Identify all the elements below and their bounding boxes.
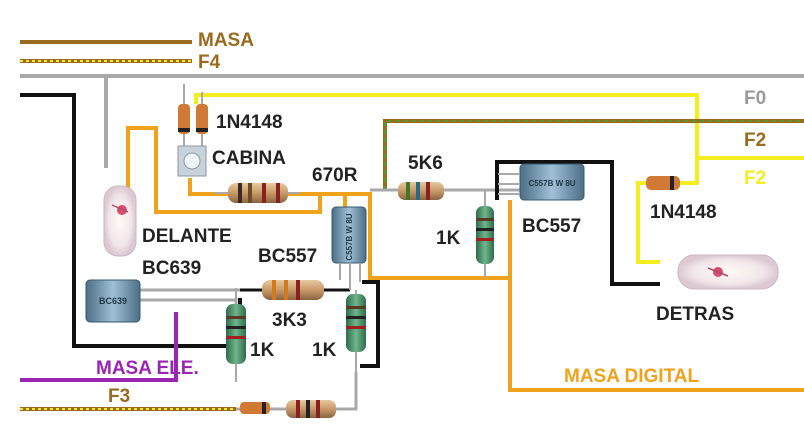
label-1k-left: 1K — [250, 340, 275, 361]
diode-f3 — [240, 402, 270, 414]
diode-1n4148-right — [646, 176, 680, 190]
resistor-670r — [214, 183, 300, 203]
label-f2-yellow: F2 — [744, 168, 766, 189]
resistor-3k3 — [262, 280, 324, 300]
yellow-wire-f2 — [194, 93, 804, 160]
chip-text-bc557-right: C557B W 8U — [528, 179, 575, 188]
f2-brown-wire — [383, 119, 804, 190]
label-1n4148-right: 1N4148 — [650, 202, 717, 223]
transistor-bc639: BC639 — [85, 279, 141, 323]
label-detras: DETRAS — [656, 304, 734, 325]
label-1k-right: 1K — [312, 340, 337, 361]
bulb-detras — [677, 254, 779, 290]
label-masa-ele: MASA ELE. — [96, 358, 199, 379]
purple-wire-masa-ele — [20, 312, 178, 382]
label-5k6: 5K6 — [408, 153, 443, 174]
resistor-1k-mid — [476, 190, 494, 278]
chip-text-bc639: BC639 — [99, 296, 127, 306]
orange-wire-masa-digital — [508, 200, 804, 392]
cabina-switch — [177, 145, 207, 177]
resistor-f3 — [286, 400, 336, 418]
orange-wire-mid — [368, 270, 510, 280]
orange-wire-670r — [320, 192, 372, 270]
diode-1n4148-top — [178, 84, 208, 146]
label-bc639: BC639 — [142, 258, 201, 279]
label-f0: F0 — [744, 88, 766, 109]
resistor-5k6 — [398, 182, 444, 200]
bulb-delante — [103, 185, 137, 257]
label-cabina: CABINA — [212, 148, 286, 169]
label-bc557-mid: BC557 — [258, 246, 317, 267]
label-f4: F4 — [198, 52, 221, 73]
label-3k3: 3K3 — [272, 310, 307, 331]
gray-wire-f3 — [236, 372, 358, 411]
label-f3: F3 — [108, 386, 130, 407]
black-wire-bc557-right — [495, 160, 660, 286]
black-wire-bc557-mid — [360, 280, 380, 368]
transistor-bc557-right: C557B W 8U — [498, 163, 585, 201]
chip-text-bc557-mid: C557B W 8U — [345, 213, 354, 260]
label-bc557-right: BC557 — [522, 216, 581, 237]
transistor-bc557-mid: C557B W 8U — [331, 206, 367, 290]
yellow-wire-to-right-diode — [636, 158, 699, 264]
label-1k-mid: 1K — [436, 228, 461, 249]
resistor-1k-left — [226, 288, 246, 382]
label-masa-digital: MASA DIGITAL — [564, 366, 699, 387]
label-f2-brown: F2 — [744, 130, 766, 151]
resistor-1k-right — [346, 290, 366, 372]
gray-wire-bc639-lead2 — [140, 298, 238, 340]
label-1n4148-top: 1N4148 — [216, 112, 283, 133]
label-670r: 670R — [312, 165, 358, 186]
label-masa: MASA — [198, 30, 254, 51]
orange-wire-delante — [126, 126, 322, 214]
label-delante: DELANTE — [142, 226, 232, 247]
